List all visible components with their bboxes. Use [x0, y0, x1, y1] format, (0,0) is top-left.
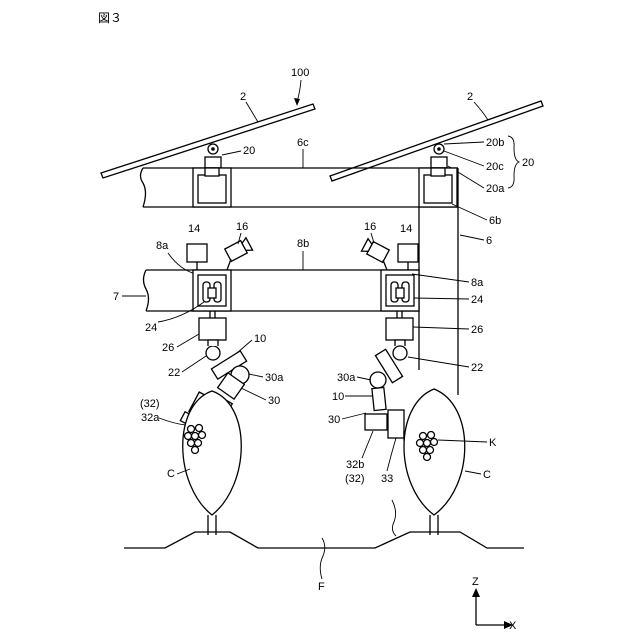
label-32b: 32b — [346, 459, 364, 471]
axis-indicator — [472, 588, 513, 629]
label-16-left: 16 — [236, 221, 248, 233]
label-26-left: 26 — [162, 342, 174, 354]
label-10-right: 10 — [332, 391, 344, 403]
carriage-left — [193, 270, 231, 311]
label-32a: 32a — [141, 412, 160, 424]
label-6: 6 — [486, 235, 492, 247]
ground-f — [124, 532, 524, 548]
label-14-right: 14 — [400, 223, 412, 235]
label-20b: 20b — [486, 137, 504, 149]
label-30a-left: 30a — [265, 372, 284, 384]
label-30-left: 30 — [268, 395, 280, 407]
beam-7 — [144, 270, 420, 311]
label-6c: 6c — [297, 137, 309, 149]
label-C-left: C — [167, 468, 175, 480]
label-100: 100 — [291, 67, 309, 79]
label-F: F — [318, 581, 325, 593]
mount-right — [431, 144, 447, 168]
label-30a-right: 30a — [337, 372, 356, 384]
label-20c: 20c — [486, 161, 504, 173]
mount-left — [205, 144, 221, 168]
camera-right — [361, 239, 389, 270]
figure-title: 図３ — [98, 11, 122, 25]
axis-label-x: X — [509, 620, 517, 632]
label-20a: 20a — [486, 183, 505, 195]
label-32-right-paren: (32) — [345, 473, 365, 485]
robot-right — [365, 311, 413, 440]
label-20-left: 20 — [243, 145, 255, 157]
label-8a-left: 8a — [156, 240, 169, 252]
crop-right — [404, 389, 465, 535]
label-26-right: 26 — [471, 324, 483, 336]
label-2-left: 2 — [240, 91, 246, 103]
label-8b: 8b — [297, 238, 309, 250]
label-24-right: 24 — [471, 294, 483, 306]
light-left — [187, 244, 207, 270]
label-14-left: 14 — [188, 223, 200, 235]
label-8a-right: 8a — [471, 277, 484, 289]
label-22-right: 22 — [471, 362, 483, 374]
label-2-right: 2 — [467, 91, 473, 103]
label-K: K — [489, 437, 497, 449]
axis-label-z: Z — [472, 576, 479, 588]
label-10-left: 10 — [254, 333, 266, 345]
label-32-left-paren: (32) — [140, 398, 160, 410]
label-22-left: 22 — [168, 367, 180, 379]
label-24-left: 24 — [145, 322, 157, 334]
label-6b: 6b — [489, 215, 501, 227]
carriage-right — [381, 270, 419, 311]
label-C-right: C — [483, 469, 491, 481]
beam-6c — [141, 168, 459, 207]
label-33: 33 — [381, 473, 393, 485]
label-30-right: 30 — [328, 414, 340, 426]
light-right — [398, 244, 418, 270]
label-7: 7 — [113, 291, 119, 303]
label-16-right: 16 — [364, 221, 376, 233]
crop-left — [183, 391, 242, 535]
label-20-group: 20 — [522, 157, 534, 169]
